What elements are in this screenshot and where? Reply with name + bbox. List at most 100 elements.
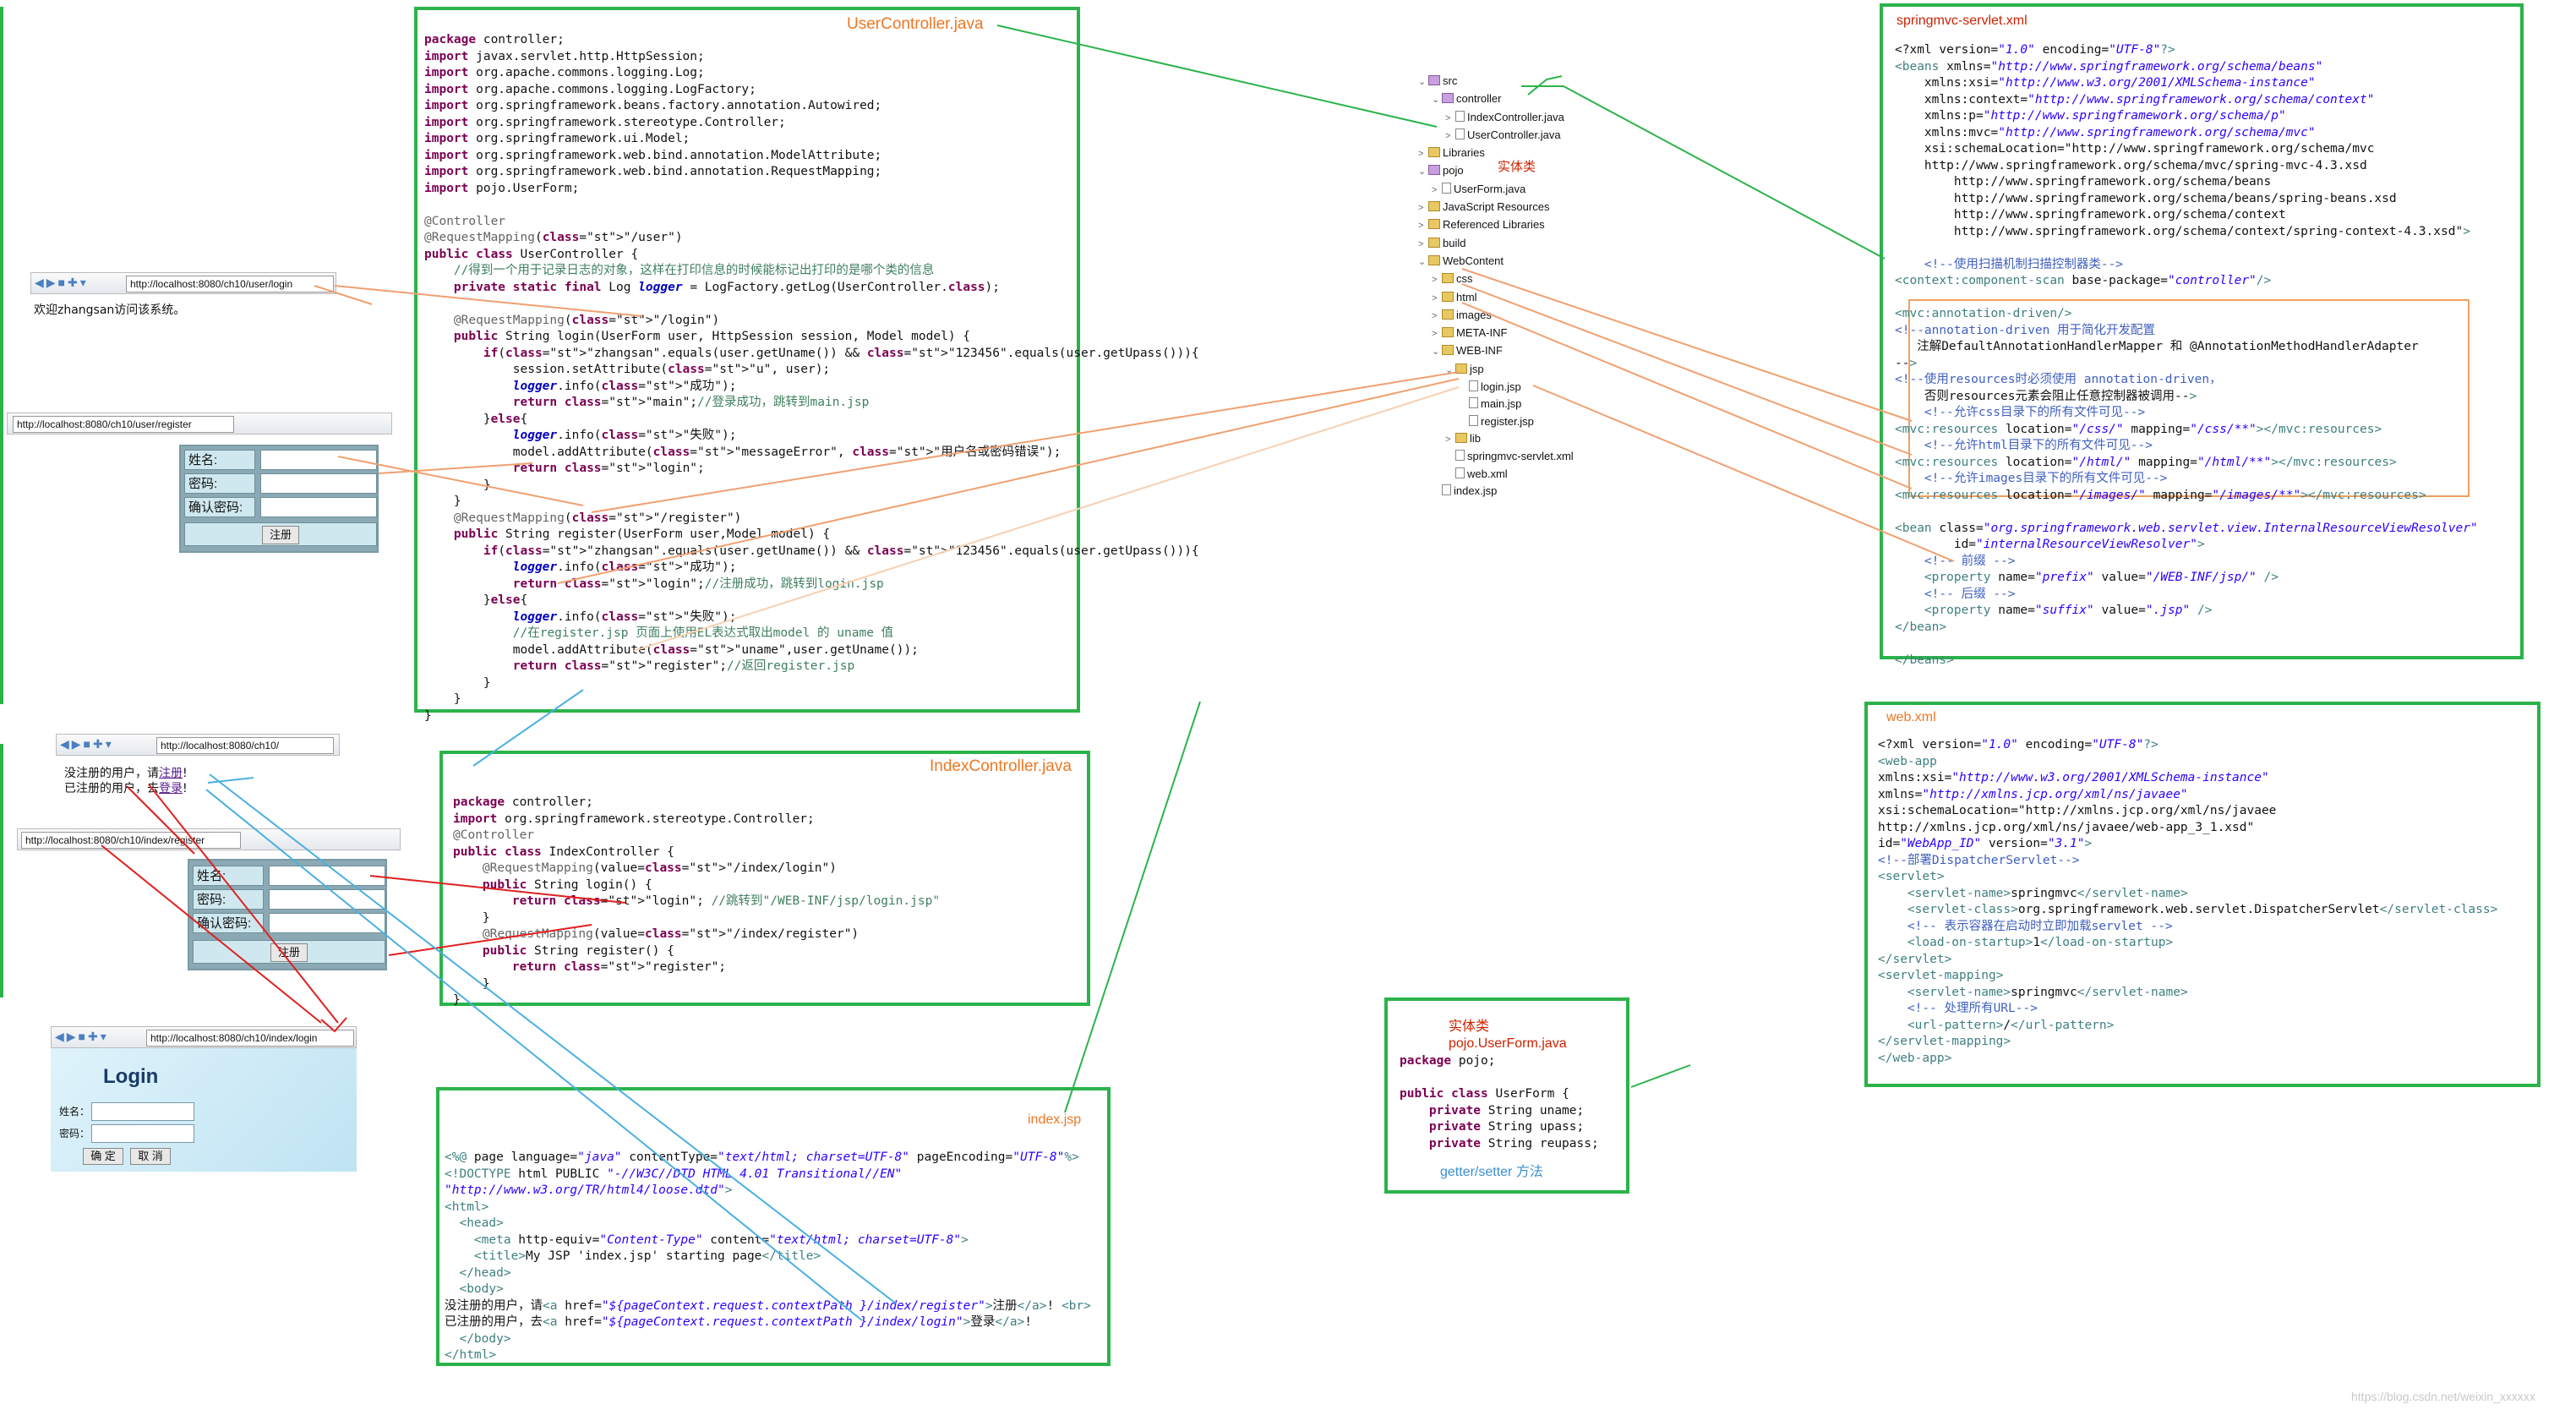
getter-setter-note: getter/setter 方法 — [1440, 1165, 1543, 1179]
chevron-right-icon[interactable]: > — [1432, 310, 1438, 321]
chevron-right-icon[interactable]: > — [1418, 149, 1424, 160]
code-line: </bean> — [1895, 620, 1947, 634]
tree-item[interactable]: >build — [1418, 235, 1574, 253]
name-input[interactable] — [269, 866, 385, 886]
tree-item[interactable]: ⌄pojo — [1418, 162, 1574, 180]
tree-item-label: web.xml — [1467, 467, 1508, 480]
chevron-down-icon[interactable]: ⌄ — [1418, 256, 1427, 267]
chevron-right-icon[interactable]: > — [1432, 184, 1438, 195]
tree-item[interactable]: login.jsp — [1418, 379, 1574, 396]
chevron-down-icon[interactable]: ⌄ — [1432, 347, 1440, 358]
tree-item[interactable]: ⌄src — [1418, 73, 1574, 90]
tree-item-label: lib — [1470, 431, 1482, 445]
code-line: <servlet-name>springmvc</servlet-name> — [1907, 886, 2188, 900]
address-bar[interactable]: http://localhost:8080/ch10/ — [156, 737, 334, 754]
chevron-down-icon[interactable]: ⌄ — [1432, 95, 1440, 106]
tree-item[interactable]: register.jsp — [1418, 413, 1574, 430]
tree-item[interactable]: > lib — [1418, 430, 1574, 448]
code-line — [424, 296, 1199, 313]
user-controller-label: UserController.java — [847, 15, 984, 33]
folder-icon — [1455, 432, 1467, 443]
tree-item[interactable]: >META-INF — [1418, 325, 1574, 342]
tree-item[interactable]: ⌄jsp — [1418, 361, 1574, 379]
chevron-right-icon[interactable]: > — [1418, 238, 1424, 249]
login-link[interactable]: 登录 — [159, 782, 183, 795]
chevron-right-icon[interactable]: > — [1432, 275, 1438, 286]
tree-item[interactable]: > css — [1418, 271, 1574, 288]
tree-item[interactable]: main.jsp — [1418, 396, 1574, 413]
password-input[interactable] — [260, 473, 377, 494]
confirm-input[interactable] — [269, 913, 385, 933]
folder-icon — [1442, 345, 1454, 356]
address-bar[interactable]: http://localhost:8080/ch10/index/login — [146, 1030, 354, 1047]
chevron-right-icon[interactable]: > — [1432, 329, 1438, 340]
browser-nav-icons[interactable]: ◀▶■✚▾ — [35, 276, 89, 289]
form-label-confirm: 确认密码: — [184, 497, 255, 517]
browser-nav-icons[interactable]: ◀▶■✚▾ — [55, 1030, 109, 1043]
chevron-right-icon[interactable]: > — [1445, 130, 1451, 141]
chevron-right-icon[interactable]: > — [1445, 112, 1451, 123]
tree-item[interactable]: >JavaScript Resources — [1418, 199, 1574, 216]
springmvc-servlet-label: springmvc-servlet.xml — [1897, 14, 2028, 28]
code-line: xsi:schemaLocation="http://www.springfra… — [1895, 142, 2375, 156]
folder-icon — [1428, 237, 1440, 248]
login-name-input[interactable] — [91, 1102, 194, 1121]
code-line: <?xml version="1.0" encoding="UTF-8"?> — [1878, 738, 2158, 751]
code-line: </html> — [445, 1348, 497, 1362]
tree-item[interactable]: >IndexController.java — [1418, 109, 1574, 127]
tree-item-label: login.jsp — [1481, 380, 1521, 394]
tree-item[interactable]: >UserController.java — [1418, 127, 1574, 145]
file-icon — [1469, 414, 1478, 426]
tree-item[interactable]: ⌄WebContent — [1418, 253, 1574, 271]
file-icon — [1442, 484, 1451, 495]
cancel-button[interactable]: 取 消 — [130, 1148, 171, 1165]
login-label-password: 密码： — [59, 1128, 90, 1139]
package-icon — [1428, 165, 1440, 176]
chevron-down-icon[interactable]: ⌄ — [1445, 364, 1454, 375]
chevron-down-icon[interactable]: ⌄ — [1418, 167, 1427, 178]
code-line: <servlet-mapping> — [1878, 969, 2004, 982]
chevron-down-icon[interactable]: ⌄ — [1418, 77, 1427, 87]
confirm-input[interactable] — [260, 497, 377, 517]
login-password-input[interactable] — [91, 1124, 194, 1143]
chevron-right-icon[interactable]: > — [1445, 434, 1451, 445]
chevron-right-icon[interactable]: > — [1432, 292, 1438, 303]
tree-item[interactable]: >html — [1418, 289, 1574, 307]
address-bar[interactable]: http://localhost:8080/ch10/index/registe… — [21, 832, 241, 849]
tree-item-label: css — [1456, 272, 1473, 286]
address-bar[interactable]: http://localhost:8080/ch10/user/register — [13, 416, 234, 433]
password-input[interactable] — [269, 889, 385, 910]
code-line: --> — [1895, 356, 1918, 370]
code-line: http://xmlns.jcp.org/xml/ns/javaee/web-a… — [1878, 820, 2255, 834]
register-form-1: 姓名: 密码: 确认密码: 注册 — [179, 445, 379, 553]
chevron-right-icon[interactable]: > — [1418, 203, 1424, 214]
tree-item[interactable]: ⌄controller — [1418, 90, 1574, 108]
tree-item[interactable]: ⌄WEB-INF — [1418, 342, 1574, 360]
code-line: <url-pattern>/</url-pattern> — [1907, 1018, 2115, 1032]
register-button[interactable]: 注册 — [262, 526, 299, 544]
code-line: xmlns:xsi="http://www.w3.org/2001/XMLSch… — [1878, 771, 2269, 784]
tree-item[interactable]: springmvc-servlet.xml — [1418, 448, 1574, 465]
name-input[interactable] — [260, 450, 377, 470]
tree-item[interactable]: >Referenced Libraries — [1418, 216, 1574, 234]
tree-item-label: main.jsp — [1481, 397, 1522, 411]
tree-item[interactable]: >images — [1418, 307, 1574, 325]
browser-nav-icons[interactable]: ◀▶■✚▾ — [60, 737, 114, 751]
tree-item[interactable]: >Libraries — [1418, 145, 1574, 162]
register-button[interactable]: 注册 — [270, 943, 308, 962]
address-bar[interactable]: http://localhost:8080/ch10/user/login — [126, 276, 334, 292]
tree-item[interactable]: index.jsp — [1418, 483, 1574, 500]
code-line: private String upass; — [1428, 1120, 1585, 1134]
tree-item[interactable]: >UserForm.java — [1418, 181, 1574, 199]
code-line: } — [424, 692, 461, 706]
tree-item[interactable]: web.xml — [1418, 466, 1574, 483]
chevron-right-icon[interactable]: > — [1418, 221, 1424, 232]
code-line: <!--允许css目录下的所有文件可见--> — [1895, 406, 2146, 419]
code-line: <load-on-startup>1</load-on-startup> — [1907, 936, 2174, 949]
code-line: @RequestMapping(class="st">"/login") — [453, 313, 720, 327]
ok-button[interactable]: 确 定 — [83, 1148, 123, 1165]
code-line: id="internalResourceViewResolver"> — [1895, 538, 2205, 551]
code-line — [1895, 240, 2478, 257]
code-line: <!DOCTYPE html PUBLIC "-//W3C//DTD HTML … — [445, 1167, 903, 1181]
register-link[interactable]: 注册 — [159, 767, 183, 780]
